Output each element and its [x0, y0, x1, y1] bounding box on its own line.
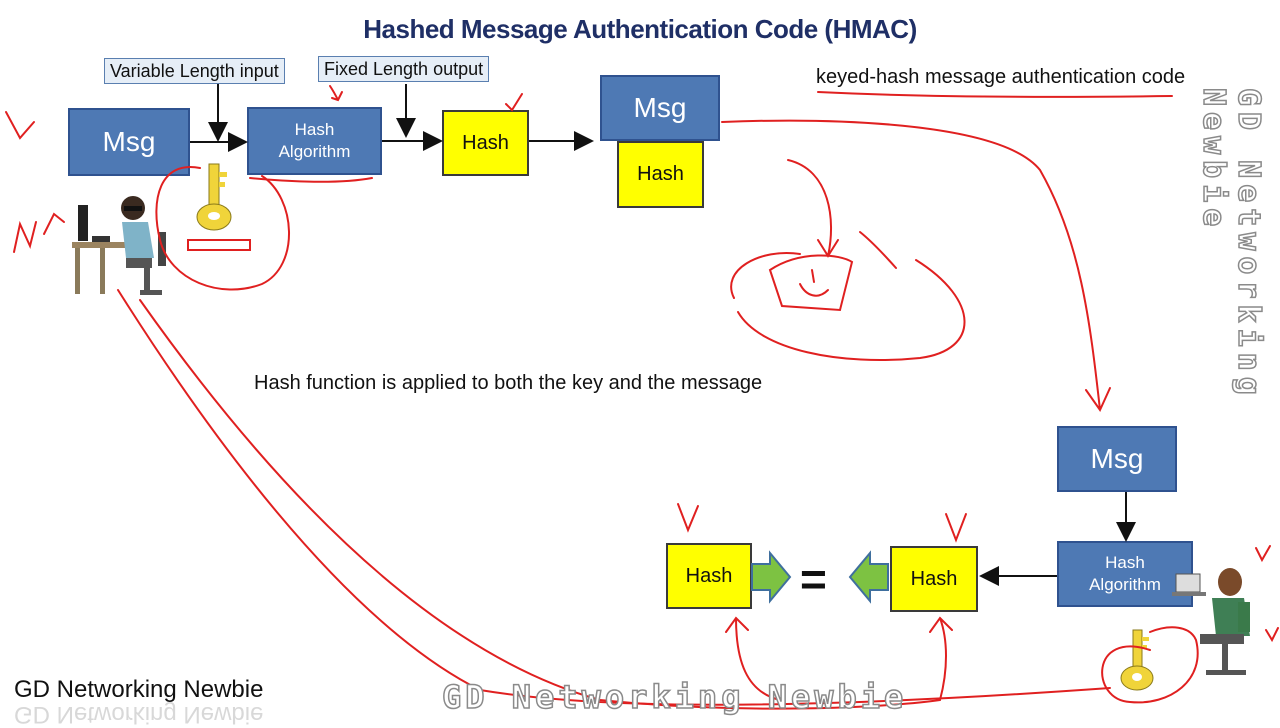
- receiver-person-icon: [1172, 568, 1250, 675]
- variable-length-callout: Variable Length input: [104, 58, 285, 84]
- green-arrow-left: [848, 550, 889, 604]
- green-arrow-right: [751, 550, 792, 604]
- hmac-definition: keyed-hash message authentication code: [816, 66, 1186, 88]
- combined-msg-box: Msg: [600, 75, 720, 141]
- bottom-watermark: GD Networking Newbie: [441, 677, 908, 717]
- fixed-length-callout: Fixed Length output: [318, 56, 490, 82]
- receiver-algorithm-line1: Hash: [1105, 553, 1145, 572]
- receiver-msg-box: Msg: [1057, 426, 1177, 492]
- sender-algorithm-line2: Algorithm: [278, 142, 351, 161]
- receiver-key-icon: [1120, 629, 1154, 691]
- brand-label-reflection: GD Networking Newbie: [14, 701, 264, 728]
- combined-hash-box: Hash: [617, 141, 704, 208]
- equals-sign: =: [800, 553, 827, 605]
- receiver-computed-hash-box: Hash: [890, 546, 978, 612]
- sender-algorithm-line1: Hash: [294, 120, 335, 139]
- sender-msg-box: Msg: [68, 108, 190, 176]
- receiver-hash-algorithm-box: Hash Algorithm: [1057, 541, 1193, 607]
- page-title: Hashed Message Authentication Code (HMAC…: [363, 14, 917, 44]
- sender-key-icon: [196, 163, 232, 231]
- brand-label: GD Networking Newbie: [14, 676, 264, 703]
- receiver-algorithm-line2: Algorithm: [1089, 575, 1161, 594]
- sender-hash-box: Hash: [442, 110, 529, 176]
- sender-person-icon: [72, 196, 166, 295]
- sender-hash-algorithm-box: Hash Algorithm: [247, 107, 382, 175]
- red-annotations: [5, 85, 1279, 710]
- side-watermark: GD Networking Newbie: [1195, 87, 1267, 401]
- hash-applied-note: Hash function is applied to both the key…: [254, 372, 763, 394]
